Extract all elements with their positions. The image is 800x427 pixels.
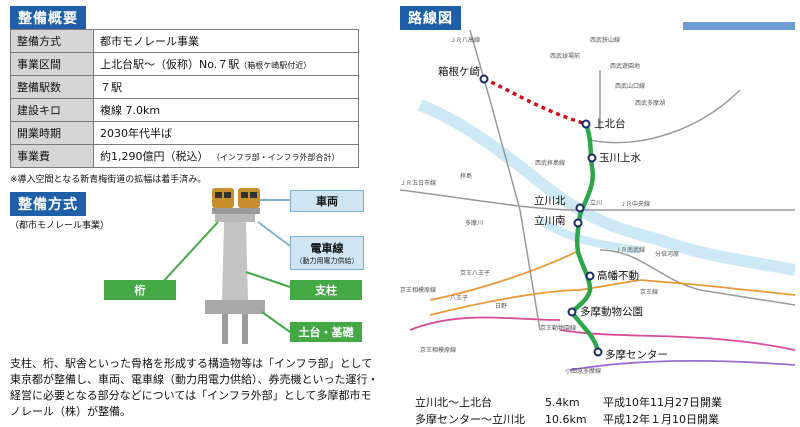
overview-table: 整備方式都市モノレール事業 事業区間上北台駅～（仮称）No.７駅（箱根ケ崎駅付近… xyxy=(10,29,359,168)
map-label: 西武球場前 xyxy=(550,52,580,60)
structure-diagram xyxy=(159,188,291,344)
girder-label: 桁 xyxy=(104,280,176,300)
table-row: 事業区間上北台駅～（仮称）No.７駅（箱根ケ崎駅付近） xyxy=(10,52,359,76)
map-label: 西武多摩湖 xyxy=(635,99,665,107)
station-label: 立川南 xyxy=(534,214,566,227)
map-label: 立川 xyxy=(590,199,602,207)
map-label: ＪＲ中央線 xyxy=(620,200,650,208)
pillar-label: 支柱 xyxy=(290,280,362,300)
station-label: 多摩センター xyxy=(605,348,668,361)
station-label: 立川北 xyxy=(534,194,566,207)
map-label: ＪＲ八高線 xyxy=(450,36,480,44)
map-label: 西武狭山線 xyxy=(590,36,620,44)
map-label: 京王動物園線 xyxy=(540,324,576,332)
station-label: 箱根ケ崎 xyxy=(438,65,480,78)
overview-note: ※導入空間となる新青梅街道の拡幅は着手済み。 xyxy=(10,175,207,185)
map-label: 西武遊園地 xyxy=(610,62,640,70)
station-label: 上北台 xyxy=(594,117,626,130)
station-label: 多摩動物公園 xyxy=(580,305,643,318)
map-label: 多摩川 xyxy=(465,219,483,227)
station-marker xyxy=(573,218,583,228)
method-subtitle: （都市モノレール事業） xyxy=(10,221,110,231)
train-icon xyxy=(212,188,260,214)
base-label: 土台・基礎 xyxy=(290,322,362,342)
map-label: 京王八王子 xyxy=(460,269,490,277)
route-heading: 路線図 xyxy=(400,6,461,30)
method-heading: 整備方式 xyxy=(10,192,86,216)
station-marker xyxy=(575,203,585,213)
power-line-label: 電車線 （動力用電力供給） xyxy=(290,236,364,270)
map-label: 西武山口線 xyxy=(615,82,645,90)
table-row: 事業費約1,290億円（税込） （インフラ部・インフラ外部合計） xyxy=(10,144,359,168)
overview-heading: 整備概要 xyxy=(10,6,86,30)
map-label: 小田急多摩線 xyxy=(565,367,601,375)
station-marker xyxy=(581,119,591,129)
map-label: 西武拝島線 xyxy=(535,159,565,167)
vehicle-label: 車両 xyxy=(290,190,364,212)
method-description: 支柱、桁、駅舎といった骨格を形成する構造物等は「インフラ部」として東京都が整備し… xyxy=(10,357,379,418)
map-label: 拝島 xyxy=(460,172,472,180)
pillar-shape xyxy=(222,222,248,302)
map-label: 京王相模原線 xyxy=(420,346,456,354)
base-shape xyxy=(205,300,265,314)
map-label: 京王線 xyxy=(640,288,658,296)
station-marker xyxy=(587,153,597,163)
station-marker xyxy=(567,307,577,317)
map-label: 日野 xyxy=(495,302,507,310)
girder-shape xyxy=(215,214,255,222)
station-marker xyxy=(593,347,603,357)
station-marker xyxy=(479,74,489,84)
station-marker xyxy=(585,271,595,281)
station-label: 玉川上水 xyxy=(599,152,641,164)
map-label: ＪＲ五日市線 xyxy=(400,179,436,187)
map-label: ＪＲ南武線 xyxy=(615,246,645,254)
table-row: 整備方式都市モノレール事業 xyxy=(10,29,359,53)
table-row: 建設キロ複線 7.0km xyxy=(10,98,359,122)
station-label: 高幡不動 xyxy=(597,269,639,282)
route-map: 箱根ケ崎 上北台 玉川上水 立川北 立川南 高幡不動 多摩動物公園 多摩センター… xyxy=(400,30,795,375)
map-label: 八王子 xyxy=(450,295,468,302)
extension-line xyxy=(483,77,587,126)
map-label: 分倍河原 xyxy=(655,250,679,258)
map-label: 京王相模原線 xyxy=(400,286,436,294)
